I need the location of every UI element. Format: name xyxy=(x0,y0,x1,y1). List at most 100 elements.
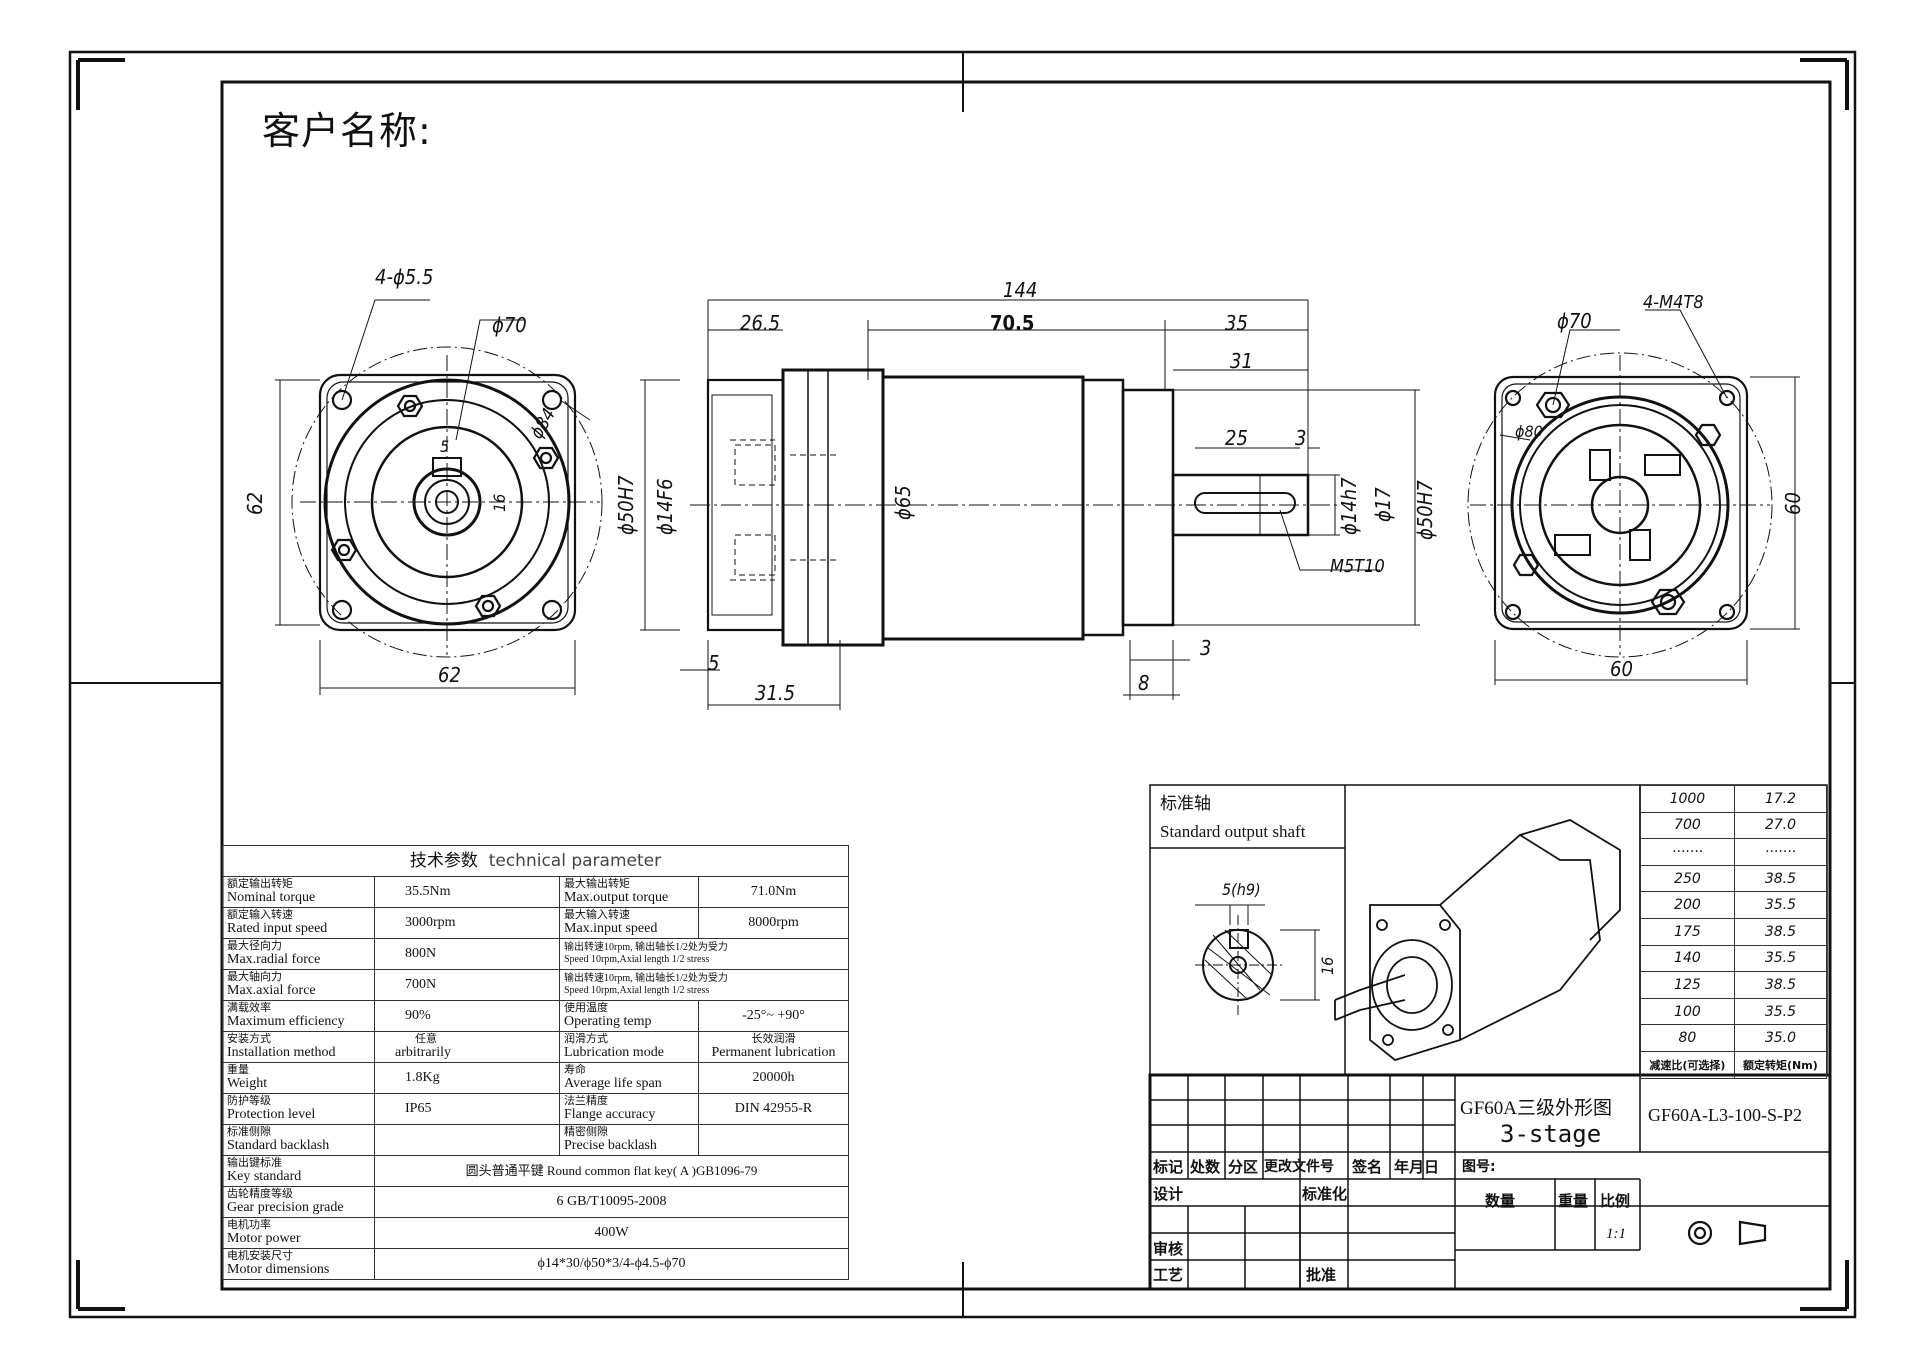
front-view xyxy=(275,299,603,695)
note-cn: 输出转速10rpm, 输出轴长1/2处为受力 xyxy=(564,973,728,984)
tb-count: 处数 xyxy=(1190,1158,1221,1176)
dim-width-front-h: 62 xyxy=(438,663,461,687)
torque-cell: 17.2 xyxy=(1733,785,1828,813)
cell-cn: 输出键标准 xyxy=(227,1157,282,1169)
note-en: Speed 10rpm,Axial length 1/2 stress xyxy=(564,954,710,965)
cell-en: Weight xyxy=(227,1076,268,1091)
cell-en: Rated input speed xyxy=(227,921,328,936)
cell-cn: 使用温度 xyxy=(564,1002,608,1014)
rear-view xyxy=(1467,309,1800,685)
ratio-cell: 200 xyxy=(1640,891,1735,919)
cell-cn: 防护等级 xyxy=(227,1095,271,1107)
dim-key-front: 5 xyxy=(440,437,449,456)
dim-width-rear-h: 60 xyxy=(1610,657,1633,681)
dim-25: 25 xyxy=(1225,426,1248,450)
tb-weight: 重量 xyxy=(1558,1192,1589,1210)
dim-26-5: 26.5 xyxy=(740,311,780,335)
ratio-header: 减速比(可选择) xyxy=(1640,1050,1735,1079)
cell-value: 6 GB/T10095-2008 xyxy=(374,1186,849,1218)
ratio-cell: 700 xyxy=(1640,811,1735,840)
customer-name-label: 客户名称: xyxy=(262,109,432,153)
dim-14f6: ϕ14F6 xyxy=(653,478,677,535)
cell-en: Standard backlash xyxy=(227,1138,330,1153)
tb-date: 年月日 xyxy=(1394,1158,1440,1176)
cell-cn: 寿命 xyxy=(564,1064,586,1076)
cell-en: Maximum efficiency xyxy=(227,1014,345,1029)
gearbox-sketch xyxy=(1334,819,1621,1062)
cell-value: 800N xyxy=(374,938,560,970)
dim-5: 5 xyxy=(708,651,719,675)
shaft-box-title: 标准轴 Standard output shaft xyxy=(1160,790,1305,846)
cell-en: Motor dimensions xyxy=(227,1262,330,1277)
tech-header-en: technical parameter xyxy=(488,851,662,871)
tb-model: GF60A-L3-100-S-P2 xyxy=(1648,1105,1803,1125)
torque-cell: ······· xyxy=(1733,838,1828,866)
cell-cn: 额定输出转矩 xyxy=(227,878,293,890)
cell-en: Average life span xyxy=(564,1076,662,1091)
ratio-cell: 175 xyxy=(1640,917,1735,946)
dim-84: ϕ84 xyxy=(526,405,560,443)
torque-cell: 38.5 xyxy=(1733,917,1828,946)
table-header-row: 减速比(可选择)额定转矩(Nm) xyxy=(1640,1050,1828,1079)
cell-value: arbitrarily xyxy=(395,1045,451,1060)
dim-31-5: 31.5 xyxy=(755,681,795,705)
dim-14h7: ϕ14h7 xyxy=(1337,477,1361,535)
cell-en: Flange accuracy xyxy=(564,1107,656,1122)
inner-frame xyxy=(220,80,1832,1291)
tb-design: 设计 xyxy=(1153,1185,1184,1203)
cell-en: Motor power xyxy=(227,1231,301,1246)
tb-review: 审核 xyxy=(1153,1240,1184,1258)
title-block xyxy=(1148,1073,1832,1291)
tb-drawing-subtitle: 3-stage xyxy=(1500,1120,1602,1148)
torque-cell: 35.5 xyxy=(1733,944,1828,973)
cell-cn: 标准侧隙 xyxy=(227,1126,271,1138)
cell-value: DIN 42955-R xyxy=(698,1093,849,1125)
projection-symbol xyxy=(1687,1220,1767,1246)
ratio-cell: 125 xyxy=(1640,971,1735,999)
dim-overall: 144 xyxy=(1003,278,1037,302)
tb-scale-value: 1:1 xyxy=(1606,1226,1626,1242)
dim-35: 35 xyxy=(1225,311,1248,335)
shaft-height-dim: 16 xyxy=(1318,957,1337,975)
cell-en: Installation method xyxy=(227,1045,336,1060)
cell-value: 400W xyxy=(374,1217,849,1249)
cell-value: Permanent lubrication xyxy=(711,1045,836,1060)
shaft-key-dim: 5(h9) xyxy=(1222,880,1261,899)
cell-cn: 法兰精度 xyxy=(564,1095,608,1107)
ratio-cell: 140 xyxy=(1640,944,1735,973)
dim-m4: 4-M4T8 xyxy=(1643,292,1704,313)
dim-3a: 3 xyxy=(1295,426,1306,450)
torque-cell: 27.0 xyxy=(1733,811,1828,840)
dim-key-h-front: 16 xyxy=(490,494,509,512)
torque-cell: 35.5 xyxy=(1733,997,1828,1026)
tb-standardize: 标准化 xyxy=(1302,1185,1348,1203)
torque-header: 额定转矩(Nm) xyxy=(1733,1050,1828,1079)
cell-cn: 长效润滑 xyxy=(751,1033,796,1045)
tb-process: 工艺 xyxy=(1153,1266,1184,1284)
cell-en: Gear precision grade xyxy=(227,1200,344,1215)
table-row: ·············· xyxy=(1640,838,1828,866)
cell-cn: 最大输入转速 xyxy=(564,909,630,921)
cell-en: Nominal torque xyxy=(227,890,316,905)
tech-header: 技术参数 technical parameter xyxy=(222,845,849,877)
cell-value: 3000rpm xyxy=(374,907,560,939)
tb-quantity: 数量 xyxy=(1485,1192,1516,1210)
shaft-section xyxy=(1195,904,1320,1015)
